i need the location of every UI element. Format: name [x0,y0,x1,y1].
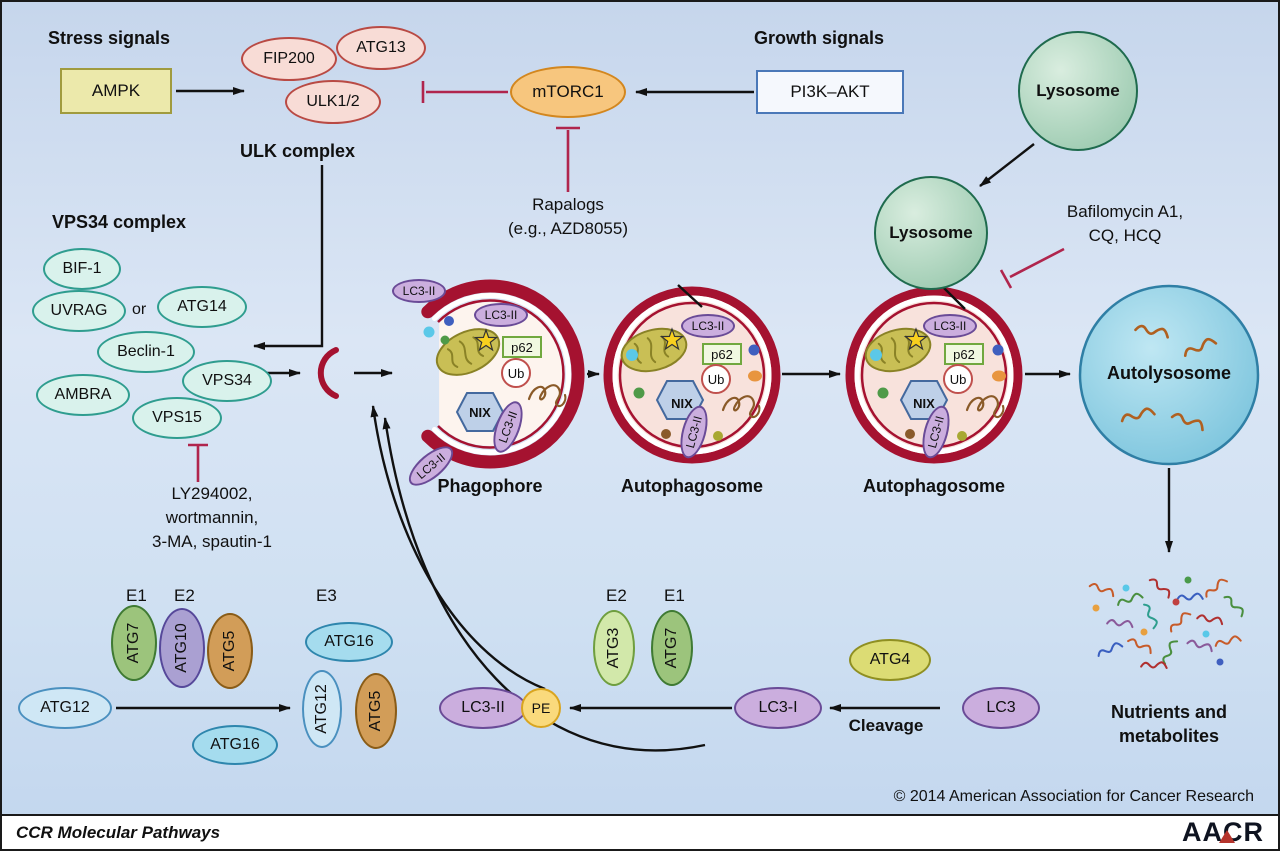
vps34-complex-label: VPS34 complex [52,212,187,232]
autophagosome-seam-2 [943,287,966,310]
arrow-lc3ii-to-membrane-2 [382,417,706,752]
node-atg4: ATG4 [849,639,931,681]
autophagosome-label-2: Autophagosome [863,476,1005,496]
node-atg5: ATG5 [207,613,253,689]
rapalogs-label-line1: Rapalogs [532,195,604,214]
e1-label-left: E1 [126,586,147,605]
node-atg3: ATG3 [593,610,635,686]
journal-series-title: CCR Molecular Pathways [16,822,221,842]
ulk-complex-label: ULK complex [240,141,356,161]
node-vps15: VPS15 [132,397,222,439]
e2-label-right: E2 [606,586,627,605]
bafilomycin-label-line1: Bafilomycin A1, [1066,202,1184,221]
inhibition-mtorc1-ulk [421,81,508,103]
inhibition-bafilomycin-fusion [999,247,1065,289]
arrow-lysosome-to-lysosome [979,143,1035,187]
nutrients-label-line2: metabolites [1118,726,1220,746]
aacr-logo: AACR [1182,817,1264,848]
node-lc3i: LC3-I [734,687,822,729]
node-fip200: FIP200 [241,37,337,81]
node-atg16-e3: ATG16 [305,622,393,662]
inhibition-lines [188,81,1065,482]
tag-nix: NIX [671,395,693,411]
vps34-inhibitors-line3: 3-MA, spautin-1 [152,532,272,551]
phagophore-label: Phagophore [437,476,543,496]
autolysosome-label: Autolysosome [1106,363,1232,383]
inhibition-drugs-vps34 [188,443,208,482]
node-atg5-e3: ATG5 [355,673,397,749]
footer-bar: CCR Molecular Pathways AACR [2,814,1278,849]
node-atg12-e3: ATG12 [302,670,342,748]
node-ulk12: ULK1/2 [285,80,381,124]
rapalogs-label-line2: (e.g., AZD8055) [507,219,628,238]
or-label: or [132,301,147,318]
e3-label: E3 [316,586,337,605]
arrow-ulk-to-vps34 [253,165,324,350]
diagram-graphics-layer [116,81,1260,752]
e1-label-right: E1 [664,586,685,605]
tag-lc3ii: LC3-II [923,314,977,338]
tag-lc3ii: LC3-II [392,279,446,303]
tag-nix: NIX [469,404,491,420]
tag-ub: Ub [943,364,973,394]
nutrients-label-line1: Nutrients and [1110,702,1227,722]
e2-label-left: E2 [174,586,195,605]
arrows [116,87,1173,752]
node-vps34: VPS34 [182,360,272,402]
vesicle-lysosome-1: Lysosome [1018,31,1138,151]
vesicle-lysosome-2: Lysosome [874,176,988,290]
vps34-inhibitors-line1: LY294002, [171,484,253,503]
tag-nix: NIX [913,395,935,411]
tag-lc3ii: LC3-II [681,314,735,338]
node-pe: PE [521,688,561,728]
tag-lc3ii: LC3-II [474,303,528,327]
copyright-text: © 2014 American Association for Cancer R… [893,788,1254,805]
membrane-seed [317,347,339,399]
node-atg14: ATG14 [157,286,247,328]
node-uvrag: UVRAG [32,290,126,332]
node-lc3ii: LC3-II [439,687,527,729]
tag-p62: p62 [944,343,984,365]
node-ampk: AMPK [60,68,172,114]
node-mtorc1: mTORC1 [510,66,626,118]
aacr-logo-triangle-icon [1219,830,1235,843]
vps34-inhibitors-line2: wortmannin, [165,508,259,527]
autolysosome-body [1078,284,1260,466]
node-atg13: ATG13 [336,26,426,70]
nutrient-scatter [1088,574,1247,670]
tag-ub: Ub [701,364,731,394]
autophagosome-seam-1 [677,284,703,308]
inhibition-rapalogs-mtorc1 [556,126,580,192]
autophagosome-label-1: Autophagosome [621,476,763,496]
growth-signals-label: Growth signals [754,28,885,48]
tag-p62: p62 [502,336,542,358]
node-atg10: ATG10 [159,608,205,688]
tag-ub: Ub [501,358,531,388]
node-beclin1: Beclin-1 [97,331,195,373]
node-bif1: BIF-1 [43,248,121,290]
node-atg12: ATG12 [18,687,112,729]
node-atg7: ATG7 [111,605,157,681]
node-pi3k-akt: PI3K–AKT [756,70,904,114]
bafilomycin-label-line2: CQ, HCQ [1088,226,1162,245]
node-ambra: AMBRA [36,374,130,416]
node-atg7-2: ATG7 [651,610,693,686]
cleavage-label: Cleavage [848,716,924,735]
stress-signals-label: Stress signals [48,28,171,48]
node-lc3: LC3 [962,687,1040,729]
tag-p62: p62 [702,343,742,365]
node-atg16: ATG16 [192,725,278,765]
phagophore-cargo [423,316,567,432]
